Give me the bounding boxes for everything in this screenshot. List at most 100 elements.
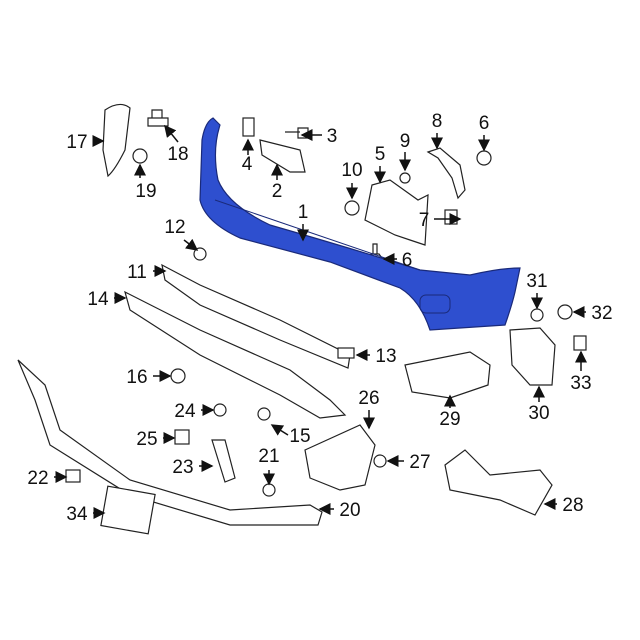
part-22-nut — [65, 469, 81, 483]
callout-number: 32 — [591, 303, 612, 324]
callout-6: 6 — [478, 113, 490, 152]
part-12-pushpin — [193, 247, 207, 261]
callout-4: 4 — [242, 138, 254, 175]
callout-number: 21 — [258, 446, 279, 467]
callout-number: 6 — [479, 113, 490, 134]
callout-number: 24 — [174, 401, 196, 422]
callout-3: 3 — [300, 126, 338, 147]
callout-21: 21 — [258, 446, 280, 486]
part-32-clip — [557, 304, 573, 320]
part-23-bracket — [211, 439, 236, 483]
callout-33: 33 — [570, 350, 592, 394]
callout-9: 9 — [399, 131, 411, 172]
callout-number: 2 — [272, 181, 283, 202]
part-21-pin — [262, 483, 276, 497]
callout-25: 25 — [136, 429, 176, 450]
callout-number: 17 — [66, 132, 87, 153]
callout-13: 13 — [355, 346, 397, 367]
callout-27: 27 — [386, 452, 431, 473]
part-11-grille — [161, 263, 351, 369]
part-19-clip — [132, 148, 148, 164]
callout-number: 8 — [432, 111, 443, 132]
part-9-washer — [399, 172, 411, 184]
part-27-pushpin — [373, 454, 387, 468]
callout-number: 11 — [127, 262, 147, 283]
callout-11: 11 — [127, 262, 167, 283]
callout-23: 23 — [172, 457, 214, 478]
callout-1: 1 — [297, 202, 309, 242]
callout-number: 6 — [402, 250, 413, 271]
callout-number: 9 — [400, 131, 411, 152]
callout-15: 15 — [270, 424, 311, 447]
callout-number: 18 — [167, 144, 188, 165]
part-17-shield — [102, 103, 131, 178]
callout-5: 5 — [374, 144, 386, 184]
part-8-bracket — [426, 147, 466, 200]
callout-20: 20 — [318, 500, 361, 521]
callout-2: 2 — [271, 163, 283, 202]
callout-number: 12 — [164, 217, 185, 238]
callout-number: 23 — [172, 457, 193, 478]
part-4-clip — [242, 117, 255, 137]
callout-31: 31 — [526, 271, 548, 310]
part-28-bracket — [444, 449, 553, 516]
callout-30: 30 — [528, 385, 550, 424]
part-24-pushpin — [213, 403, 227, 417]
callout-number: 4 — [242, 154, 253, 175]
callout-number: 13 — [375, 346, 396, 367]
callout-number: 22 — [27, 468, 48, 489]
part-2-bracket — [259, 139, 306, 173]
callout-24: 24 — [174, 401, 215, 422]
callout-number: 27 — [409, 452, 430, 473]
callout-number: 19 — [135, 181, 156, 202]
callout-34: 34 — [66, 504, 106, 525]
part-3-bolt — [285, 127, 309, 139]
callout-number: 29 — [439, 409, 460, 430]
callout-18: 18 — [164, 124, 189, 165]
callout-16: 16 — [126, 367, 172, 388]
callout-number: 28 — [562, 495, 583, 516]
part-30-fog-lamp — [509, 327, 556, 386]
callout-22: 22 — [27, 468, 68, 489]
callout-number: 5 — [375, 144, 386, 165]
part-6-pushpin — [476, 150, 492, 166]
part-33-nut — [573, 335, 587, 351]
part-5-bracket — [364, 179, 429, 246]
part-18-bolt — [147, 109, 169, 127]
callout-number: 26 — [358, 388, 379, 409]
callout-number: 16 — [126, 367, 147, 388]
callout-17: 17 — [66, 132, 105, 153]
callout-arrow — [164, 124, 179, 143]
callout-number: 30 — [528, 403, 549, 424]
callout-8: 8 — [431, 111, 443, 150]
part-31-pushpin — [530, 308, 544, 322]
callout-32: 32 — [572, 303, 613, 324]
callout-number: 3 — [327, 126, 338, 147]
callout-number: 33 — [570, 373, 591, 394]
callout-number: 20 — [339, 500, 360, 521]
callout-number: 25 — [136, 429, 157, 450]
callout-number: 34 — [66, 504, 88, 525]
callout-number: 14 — [87, 289, 109, 310]
callout-10: 10 — [341, 160, 363, 200]
callout-number: 15 — [289, 426, 310, 447]
part-29-fog-bezel — [404, 351, 491, 399]
callout-number: 31 — [526, 271, 547, 292]
part-10-nut — [344, 200, 360, 216]
callout-29: 29 — [439, 394, 461, 430]
callout-number: 10 — [341, 160, 362, 181]
part-14-deflector — [124, 290, 347, 419]
part-15-pin — [257, 407, 271, 421]
callout-28: 28 — [543, 495, 584, 516]
callout-number: 1 — [298, 202, 309, 223]
part-26-bracket — [304, 424, 376, 491]
callout-26: 26 — [358, 388, 380, 430]
callout-6: 6 — [382, 250, 413, 271]
callout-14: 14 — [87, 289, 127, 310]
callout-arrow — [183, 238, 199, 251]
callout-number: 7 — [419, 210, 430, 231]
part-13-nut — [337, 347, 355, 359]
part-25-nut — [174, 429, 190, 445]
